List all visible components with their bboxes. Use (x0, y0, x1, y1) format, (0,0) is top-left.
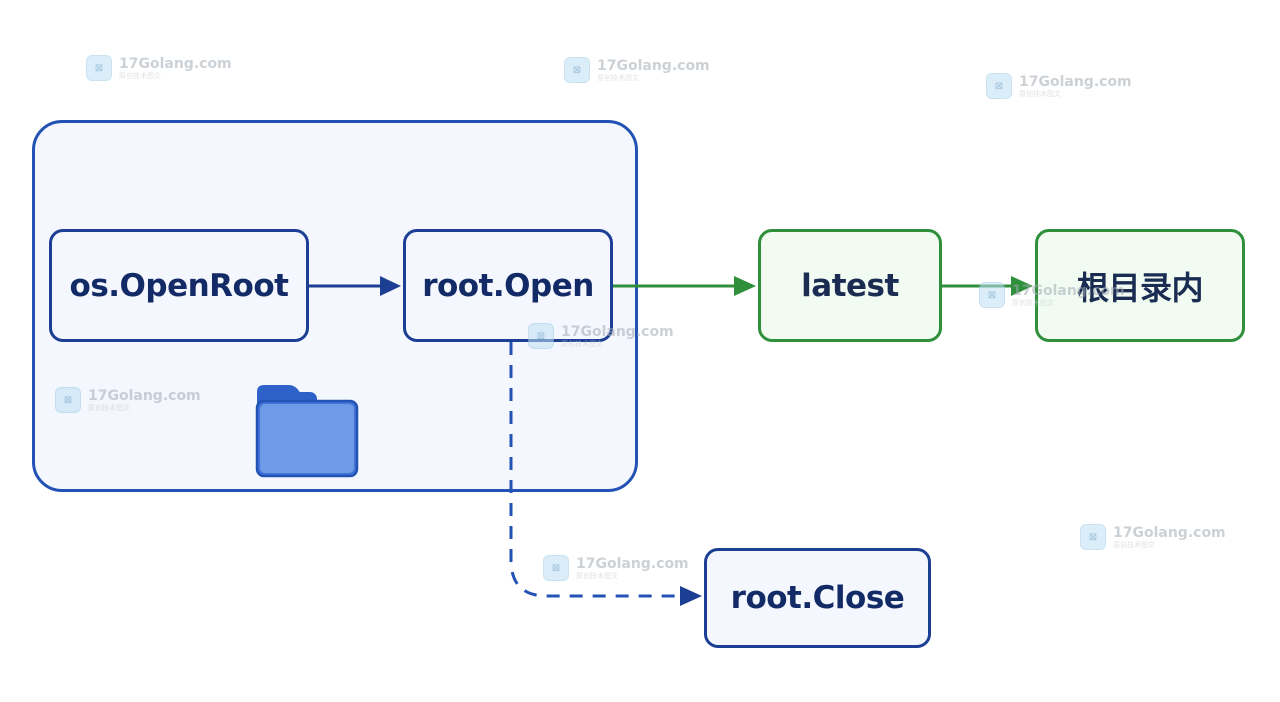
watermark-logo-icon: ⊠ (979, 282, 1005, 308)
node-root-open-label: root.Open (422, 267, 594, 304)
node-os-openroot-label: os.OpenRoot (69, 267, 289, 304)
watermark: ⊠ 17Golang.com 原创技术图文 (86, 55, 232, 81)
watermark-logo-icon: ⊠ (543, 555, 569, 581)
watermark-logo-icon: ⊠ (986, 73, 1012, 99)
watermark: ⊠ 17Golang.com 原创技术图文 (986, 73, 1132, 99)
node-in-root: 根目录内 (1035, 229, 1245, 342)
watermark: ⊠ 17Golang.com 原创技术图文 (543, 555, 689, 581)
watermark: ⊠ 17Golang.com 原创技术图文 (1080, 524, 1226, 550)
node-root-close: root.Close (704, 548, 931, 648)
watermark-logo-icon: ⊠ (86, 55, 112, 81)
edge-latest-to-inroot (942, 276, 1033, 296)
node-os-openroot: os.OpenRoot (49, 229, 309, 342)
folder-icon (255, 385, 359, 478)
watermark-logo-icon: ⊠ (564, 57, 590, 83)
watermark-logo-icon: ⊠ (1080, 524, 1106, 550)
node-latest: latest (758, 229, 942, 342)
node-latest-label: latest (801, 267, 899, 304)
node-root-close-label: root.Close (730, 580, 905, 616)
node-root-open: root.Open (403, 229, 613, 342)
node-in-root-label: 根目录内 (1076, 268, 1204, 307)
watermark: ⊠ 17Golang.com 原创技术图文 (564, 57, 710, 83)
